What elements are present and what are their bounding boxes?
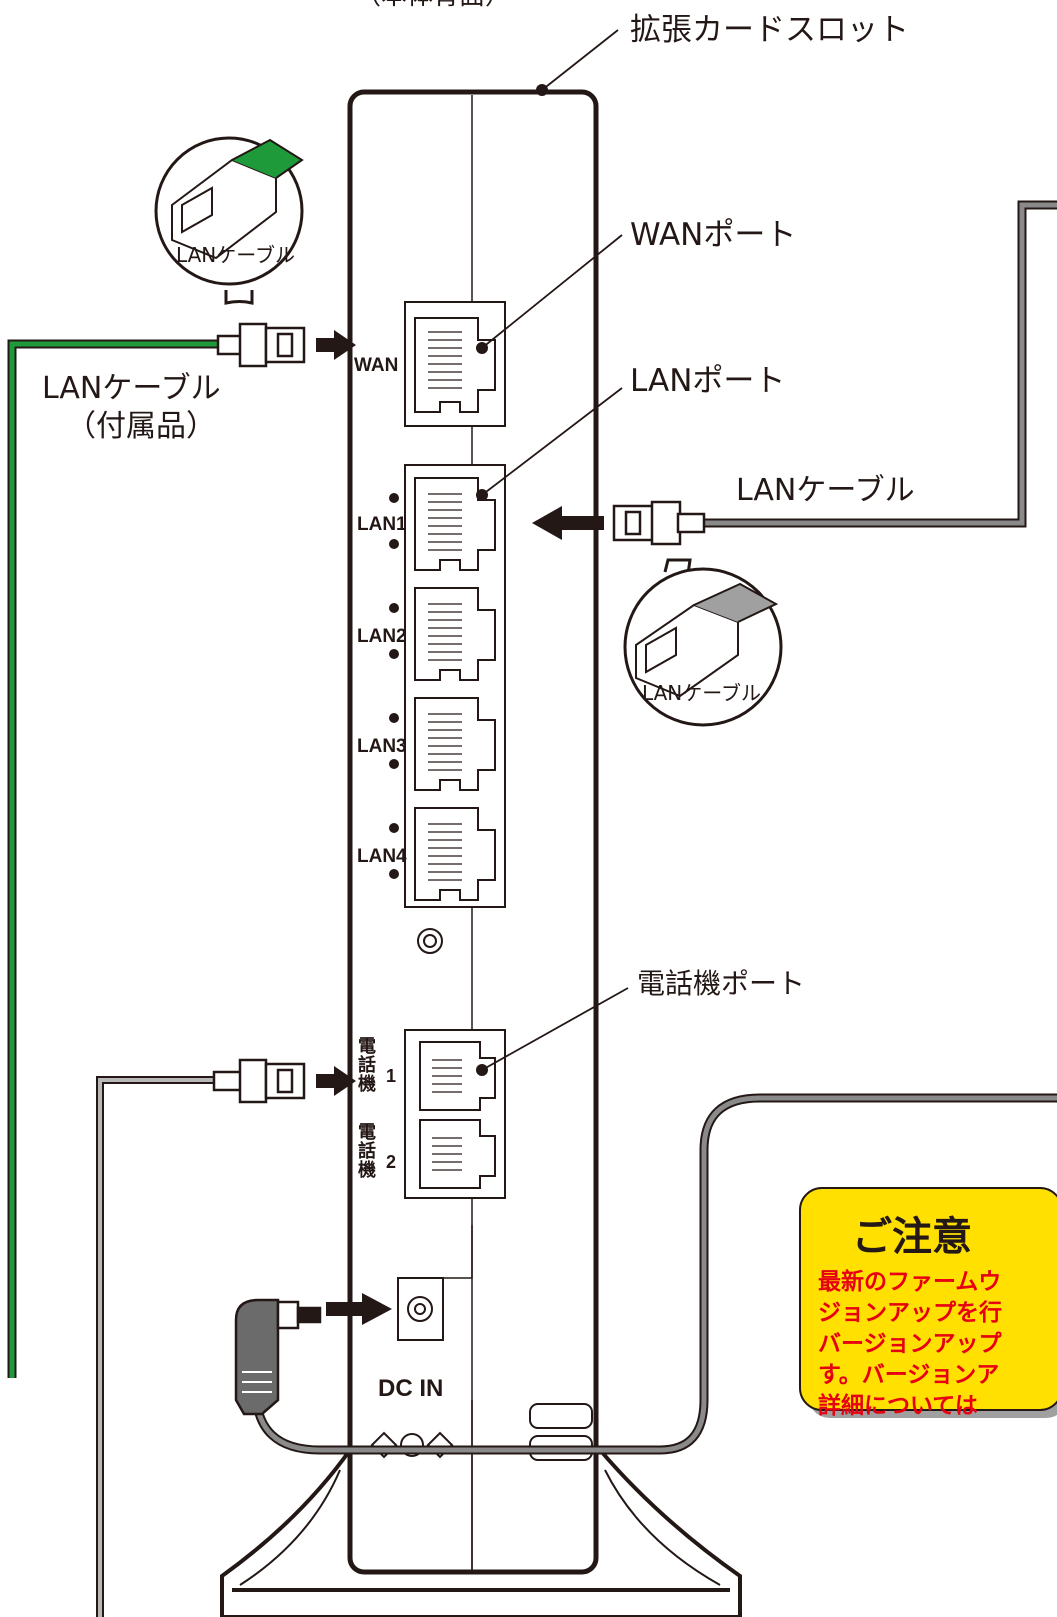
lan-led-icon xyxy=(387,537,401,551)
lan-led-icon xyxy=(387,491,401,505)
phone1-num: 1 xyxy=(386,1066,396,1086)
phone2-kanji-1: 電 xyxy=(358,1122,376,1142)
back-side-label: （本体背面） xyxy=(355,0,511,11)
dc-in-label: DC IN xyxy=(378,1375,443,1402)
phone-plug-icon xyxy=(212,1058,306,1104)
wan-label: WAN xyxy=(354,355,398,376)
right-lan-plug-icon xyxy=(612,500,706,546)
lan-jack-2 xyxy=(414,587,496,681)
lan-led-icon xyxy=(387,867,401,881)
caution-note: ご注意 最新のファームウ ジョンアップを行 バージョンアップ す。バージョンア … xyxy=(799,1187,1057,1419)
phone-ports: 電 話 機 1 電 話 機 2 xyxy=(358,1029,506,1199)
lan-jack-1 xyxy=(414,477,496,571)
phone-arrow-icon xyxy=(316,1066,356,1096)
lan-led-icon xyxy=(387,757,401,771)
lan-arrow-icon xyxy=(532,506,604,540)
caution-line-5: 詳細については xyxy=(818,1392,978,1419)
phone1-kanji-2: 話 xyxy=(358,1054,376,1075)
lan2-label: LAN2 xyxy=(357,626,407,647)
lan-ports: LAN1 LAN2 LAN3 LAN4 xyxy=(357,464,506,908)
left-lan-plug-icon xyxy=(216,322,306,368)
card-slot-callout: 拡張カードスロット xyxy=(630,12,909,48)
caution-title: ご注意 xyxy=(852,1214,972,1260)
phone-cable xyxy=(96,1058,356,1617)
dc-plug-icon xyxy=(234,1298,322,1416)
right-lan-cable: LANケーブル xyxy=(532,200,1057,546)
round-button-icon xyxy=(417,928,443,954)
lan-jack-3 xyxy=(414,697,496,791)
lan-led-icon xyxy=(387,821,401,835)
phone1-kanji-3: 機 xyxy=(358,1073,376,1094)
lan-led-icon xyxy=(387,601,401,615)
right-magnify-bubble: LANケーブル xyxy=(623,558,783,727)
lan-led-icon xyxy=(387,647,401,661)
lan-led-icon xyxy=(387,711,401,725)
rj45-plug-gray-icon xyxy=(635,582,779,698)
caution-line-1: 最新のファームウ xyxy=(818,1268,1001,1295)
phone2-num: 2 xyxy=(386,1152,396,1172)
dc-arrow-icon xyxy=(326,1293,392,1325)
left-magnify-bubble: LANケーブル xyxy=(154,136,304,305)
phone2-kanji-2: 話 xyxy=(358,1140,376,1161)
right-magnify-label: LANケーブル xyxy=(642,681,761,705)
left-lan-cable-label: LANケーブル xyxy=(42,371,221,406)
left-magnify-label: LANケーブル xyxy=(176,243,295,267)
left-lan-cable: LANケーブル （付属品） xyxy=(7,322,356,1378)
power-cable xyxy=(234,1093,1057,1455)
lan-port-callout: LANポート xyxy=(630,363,785,399)
callout-lines xyxy=(481,29,629,1071)
wan-port-callout: WANポート xyxy=(630,217,796,253)
phone1-kanji-1: 電 xyxy=(358,1036,376,1056)
phone2-kanji-3: 機 xyxy=(358,1159,376,1180)
caution-line-3: バージョンアップ xyxy=(818,1331,1003,1357)
wan-port: WAN xyxy=(354,301,506,427)
rj45-plug-icon xyxy=(171,138,304,260)
left-lan-cable-note: （付属品） xyxy=(66,409,216,444)
wan-arrow-icon xyxy=(316,330,356,360)
lan1-label: LAN1 xyxy=(357,514,407,535)
phone-port-callout: 電話機ポート xyxy=(637,967,805,1000)
lan4-label: LAN4 xyxy=(357,846,407,867)
right-lan-cable-label: LANケーブル xyxy=(736,473,915,508)
caution-line-2: ジョンアップを行 xyxy=(818,1299,1002,1326)
lan-jack-4 xyxy=(414,807,496,901)
caution-line-4: す。バージョンア xyxy=(818,1362,999,1388)
lan3-label: LAN3 xyxy=(357,736,407,757)
